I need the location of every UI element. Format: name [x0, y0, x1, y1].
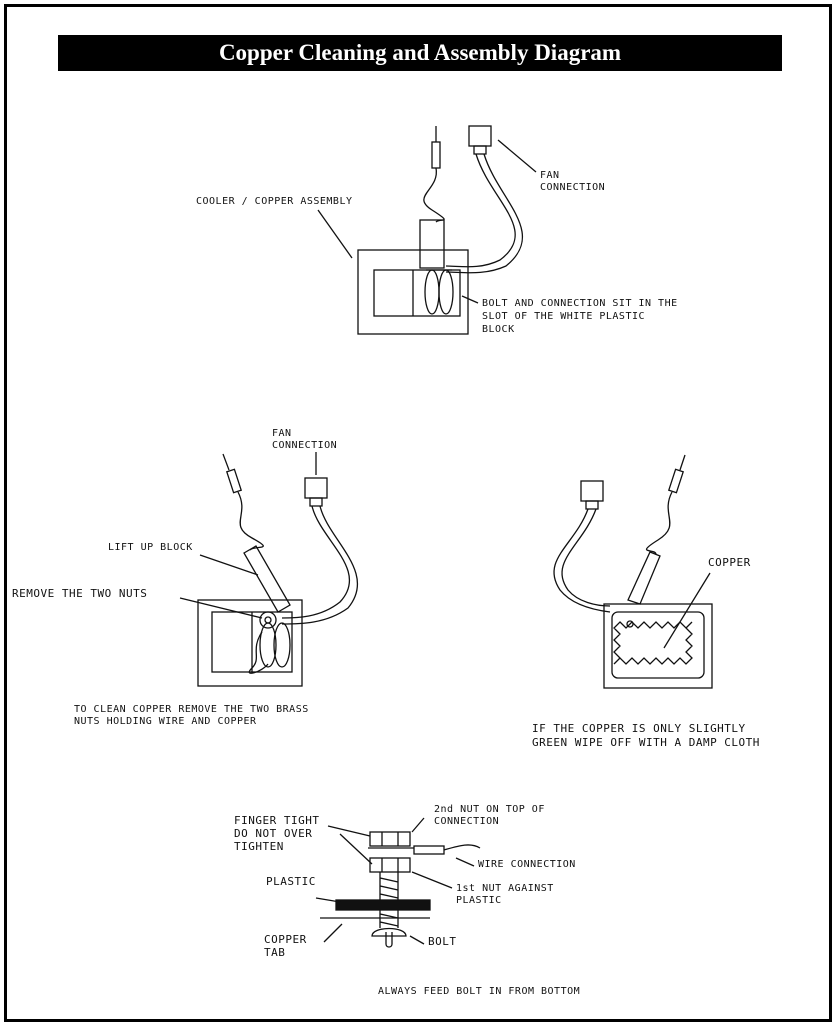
label-remove-two-nuts: REMOVE THE TWO NUTS: [12, 587, 148, 600]
label-wire-connection: WIRE CONNECTION: [478, 859, 576, 870]
label-copper-tab-2: TAB: [264, 946, 286, 959]
label-slightly-green-2: GREEN WIPE OFF WITH A DAMP CLOTH: [532, 736, 760, 749]
label-fan-connection-top-2: CONNECTION: [540, 182, 606, 193]
bolt-assembly-drawing: [315, 817, 481, 948]
page-border: [4, 4, 832, 1022]
copper-plate-drawing: [553, 454, 713, 689]
label-bolt: BOLT: [428, 935, 457, 948]
cooler-copper-assembly-drawing: [317, 125, 537, 335]
label-fan-connection-mid-2: CONNECTION: [272, 440, 338, 451]
label-to-clean-1: TO CLEAN COPPER REMOVE THE TWO BRASS: [74, 704, 309, 715]
label-always-feed-bolt: ALWAYS FEED BOLT IN FROM BOTTOM: [378, 986, 581, 997]
label-bolt-slot-1: BOLT AND CONNECTION SIT IN THE: [482, 298, 678, 309]
label-first-nut-1: 1st NUT AGAINST: [456, 883, 554, 894]
page-title: Copper Cleaning and Assembly Diagram: [58, 35, 782, 71]
label-copper-tab-1: COPPER: [264, 933, 307, 946]
label-second-nut-2: CONNECTION: [434, 816, 500, 827]
lift-up-block-drawing: [179, 452, 359, 687]
label-first-nut-2: PLASTIC: [456, 895, 502, 906]
label-bolt-slot-2: SLOT OF THE WHITE PLASTIC: [482, 311, 646, 322]
label-finger-tight-2: DO NOT OVER: [234, 827, 313, 840]
label-lift-up-block: LIFT UP BLOCK: [108, 542, 193, 553]
label-second-nut-1: 2nd NUT ON TOP OF: [434, 804, 545, 815]
label-fan-connection-top-1: FAN: [540, 170, 560, 181]
label-fan-connection-mid-1: FAN: [272, 428, 292, 439]
label-cooler-copper-assembly: COOLER / COPPER ASSEMBLY: [196, 196, 353, 207]
label-bolt-slot-3: BLOCK: [482, 324, 515, 335]
label-plastic: PLASTIC: [266, 875, 316, 888]
label-copper: COPPER: [708, 556, 751, 569]
label-finger-tight-3: TIGHTEN: [234, 840, 284, 853]
label-finger-tight-1: FINGER TIGHT: [234, 814, 320, 827]
label-to-clean-2: NUTS HOLDING WIRE AND COPPER: [74, 716, 257, 727]
label-slightly-green-1: IF THE COPPER IS ONLY SLIGHTLY: [532, 722, 746, 735]
